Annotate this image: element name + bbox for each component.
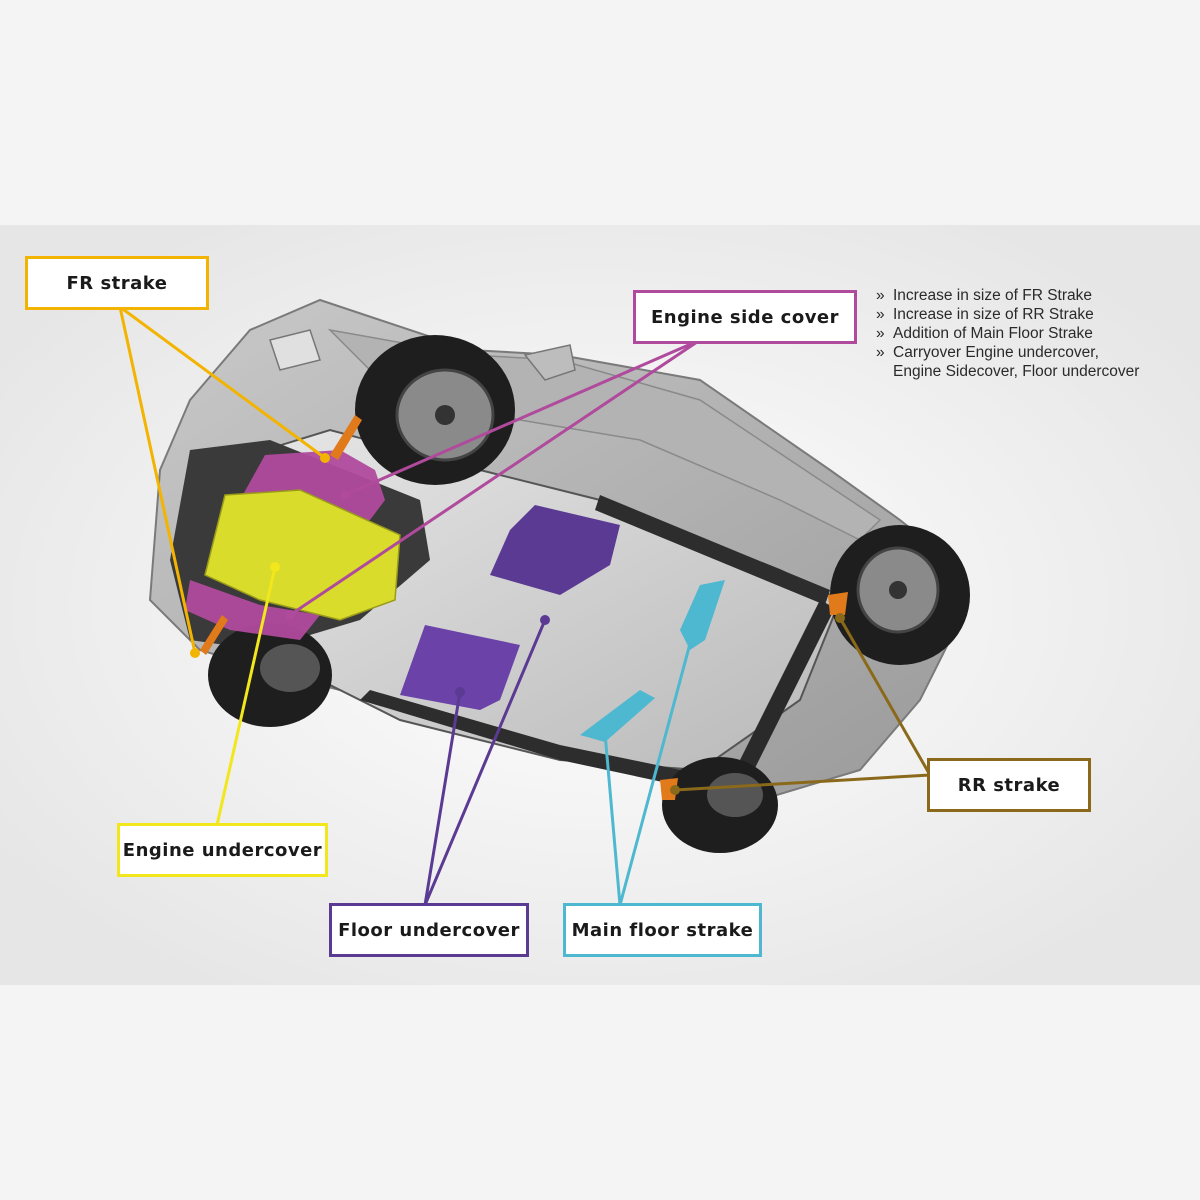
floor-undercover-rear-shape <box>400 625 520 710</box>
bullet-marker: » <box>876 306 885 323</box>
fr-strake-shape <box>330 415 362 460</box>
note-item: » Carryover Engine undercover, Engine Side… <box>876 343 1139 381</box>
engine-undercover-dot <box>270 562 280 572</box>
rr-strake-dot-a <box>835 613 845 623</box>
label-main-floor-strake: Main floor strake <box>563 903 762 957</box>
rear-axle <box>740 600 835 768</box>
fr-strake-dot <box>320 453 330 463</box>
front-right-wheel <box>208 623 332 727</box>
main-floor-strake-dot-b <box>690 620 700 630</box>
note-text: Increase in size of RR Strake <box>893 306 1094 323</box>
label-engine-side-cover: Engine side cover <box>633 290 857 344</box>
floor-undercover-dot-b <box>540 615 550 625</box>
floor-undercover-front-shape <box>490 505 620 595</box>
engine-side-cover-leader-b <box>289 338 701 617</box>
side-sill <box>360 690 705 790</box>
fr-strake-dot-lower <box>190 648 200 658</box>
rear-left-wheel <box>830 525 970 665</box>
note-text: Addition of Main Floor Strake <box>893 325 1093 342</box>
rr-strake-shape <box>828 592 848 615</box>
rear-right-wheel <box>662 757 778 853</box>
fr-strake-lower-shape <box>200 615 228 655</box>
label-rr-strake: RR strake <box>927 758 1091 812</box>
bullet-marker: » <box>876 325 885 342</box>
note-text: Carryover Engine undercover, <box>893 344 1099 361</box>
rr-strake-dot-b <box>670 785 680 795</box>
rear-sill <box>595 495 830 605</box>
engine-side-cover-leader-a <box>344 338 701 497</box>
change-notes-list: » Increase in size of FR Strake » Increase… <box>876 286 1139 381</box>
label-fr-strake: FR strake <box>25 256 209 310</box>
note-item: » Addition of Main Floor Strake <box>876 324 1139 343</box>
side-mirror <box>523 344 576 381</box>
note-text-continued: Engine Sidecover, Floor undercover <box>893 363 1140 380</box>
note-item: » Increase in size of RR Strake <box>876 305 1139 324</box>
main-floor-strake-rear-shape <box>580 690 655 742</box>
engine-undercover-leader <box>215 566 277 826</box>
main-floor-strake-front-shape <box>680 580 725 650</box>
front-left-wheel <box>355 335 515 485</box>
engine-side-cover-dot-a <box>340 490 350 500</box>
headlight <box>269 329 321 371</box>
note-item: » Increase in size of FR Strake <box>876 286 1139 305</box>
leader-dots <box>190 453 845 795</box>
note-text: Increase in size of FR Strake <box>893 287 1092 304</box>
floor-undercover-dot-a <box>455 687 465 697</box>
engine-undercover-shape <box>204 489 401 621</box>
bullet-marker: » <box>876 287 885 304</box>
engine-side-cover-dot-b <box>285 610 295 620</box>
main-floor-strake-dot-a <box>600 728 610 738</box>
bullet-marker: » <box>876 344 885 361</box>
label-floor-undercover: Floor undercover <box>329 903 529 957</box>
label-engine-undercover: Engine undercover <box>117 823 328 877</box>
